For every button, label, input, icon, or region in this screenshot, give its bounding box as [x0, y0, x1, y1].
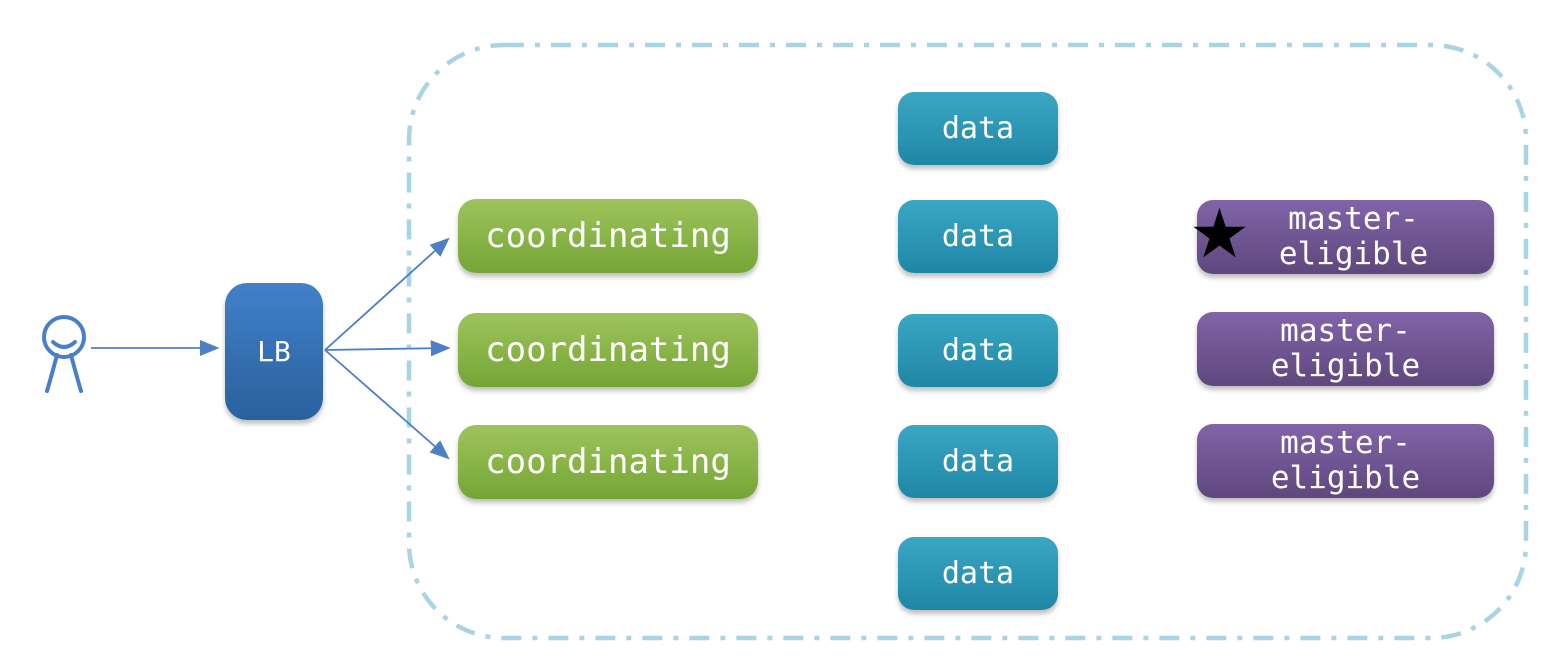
data-node: data — [898, 200, 1058, 273]
coordinating-node-label: coordinating — [485, 216, 731, 256]
load-balancer-label: LB — [257, 335, 291, 368]
data-node: data — [898, 425, 1058, 498]
coordinating-node: coordinating — [458, 425, 758, 499]
person-icon — [42, 315, 86, 393]
arrow-lb-to-coordinating-1 — [324, 237, 450, 351]
master-eligible-node-label: master- eligible — [1278, 201, 1429, 272]
data-node: data — [898, 537, 1058, 610]
master-eligible-node: master- eligible — [1197, 312, 1494, 386]
data-node: data — [898, 92, 1058, 165]
data-node-label: data — [941, 219, 1015, 254]
arrow-lb-to-coordinating-3 — [324, 349, 450, 460]
master-eligible-node-label: master- eligible — [1270, 425, 1421, 496]
master-eligible-node: master- eligible — [1197, 424, 1494, 498]
arrow-lb-to-coordinating-2 — [324, 340, 451, 357]
arrows — [91, 237, 451, 460]
coordinating-node: coordinating — [458, 313, 758, 387]
data-node-label: data — [941, 111, 1015, 146]
data-node-label: data — [941, 444, 1015, 479]
data-node-label: data — [941, 556, 1015, 591]
cluster-boundary — [406, 42, 1529, 641]
load-balancer-node: LB — [225, 283, 323, 420]
data-node: data — [898, 314, 1058, 387]
master-eligible-node-elected: ★ master- eligible — [1189, 200, 1494, 274]
data-node-label: data — [941, 333, 1015, 368]
master-eligible-node-label: master- eligible — [1270, 313, 1421, 384]
coordinating-node-label: coordinating — [485, 442, 731, 482]
coordinating-node-label: coordinating — [485, 330, 731, 370]
coordinating-node: coordinating — [458, 199, 758, 273]
elected-master-star-icon: ★ — [1189, 194, 1250, 274]
